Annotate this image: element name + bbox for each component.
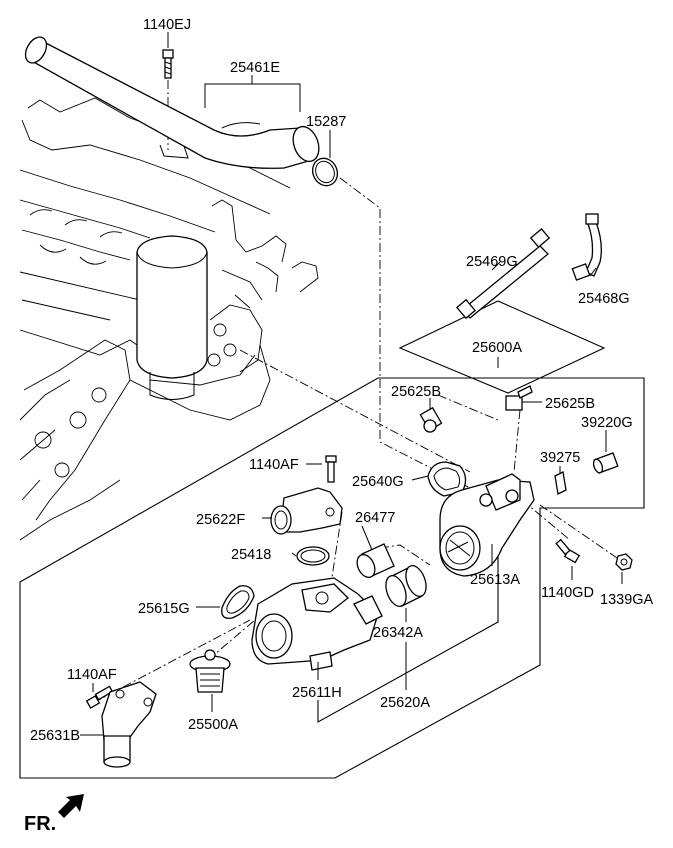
pipe-assy-outline [317, 522, 499, 723]
nut-right-part [615, 553, 633, 571]
housing-assembly-outline [19, 377, 645, 779]
bolt-top-part [162, 49, 174, 79]
cover-part [101, 681, 157, 768]
label-25500A: 25500A [188, 717, 238, 733]
label-25625B-left: 25625B [391, 384, 441, 400]
parts [24, 36, 633, 768]
label-25615G: 25615G [138, 601, 190, 617]
o-ring-mid-inner [300, 549, 326, 563]
label-26342A: 26342A [373, 625, 423, 641]
label-25613A: 25613A [470, 572, 520, 588]
hose-short-part [356, 543, 395, 579]
front-direction-indicator: FR. [24, 794, 84, 835]
gasket-inlet-inner [226, 590, 250, 614]
label-25468G: 25468G [578, 291, 630, 307]
label-25620A: 25620A [380, 695, 430, 711]
label-25625B-right: 25625B [545, 396, 595, 412]
label-25461E: 25461E [230, 60, 280, 76]
label-25600A: 25600A [472, 340, 522, 356]
fitting-right-part [505, 385, 533, 411]
label-25640G: 25640G [352, 474, 404, 490]
o-ring-top-inner [315, 160, 335, 184]
label-26477: 26477 [355, 510, 395, 526]
gasket-inlet-part [221, 585, 255, 619]
inlet-housing-part [251, 577, 383, 671]
label-1140EJ: 1140EJ [143, 17, 191, 33]
label-1140AF-mid: 1140AF [249, 457, 299, 473]
housing-part [439, 473, 535, 577]
bolt-bottom-part [85, 685, 114, 709]
label-1339GA: 1339GA [600, 592, 654, 608]
label-39275: 39275 [540, 450, 580, 466]
front-label: FR. [24, 813, 56, 835]
label-25418: 25418 [231, 547, 271, 563]
bolt-left-mid-part [325, 455, 337, 483]
front-arrow-icon [58, 794, 84, 818]
leader-lines [80, 32, 623, 736]
gasket-housing-inner [433, 467, 461, 491]
bolt-right-part [555, 538, 581, 564]
label-39220G: 39220G [581, 415, 633, 431]
sensor-part [592, 452, 619, 474]
fitting-left-part [419, 406, 443, 433]
thermostat-part [189, 649, 231, 693]
pipe-part [24, 36, 320, 169]
elbow-fitting-part [270, 487, 343, 535]
gasket-sensor-part [554, 471, 567, 495]
engine-block [19, 97, 319, 541]
label-25631B: 25631B [30, 728, 80, 744]
label-15287: 15287 [306, 114, 346, 130]
hose-b-part [571, 213, 602, 281]
label-25469G: 25469G [466, 254, 518, 270]
label-1140GD: 1140GD [541, 585, 594, 601]
hose-ring-part [385, 565, 427, 607]
label-1140AF-bottom: 1140AF [67, 667, 117, 683]
callout-labels: 1140EJ 25461E 15287 25469G 25468G 25600A… [30, 17, 654, 744]
label-25622F: 25622F [196, 512, 245, 528]
hose-a-part [455, 227, 551, 320]
label-25611H: 25611H [292, 685, 342, 701]
